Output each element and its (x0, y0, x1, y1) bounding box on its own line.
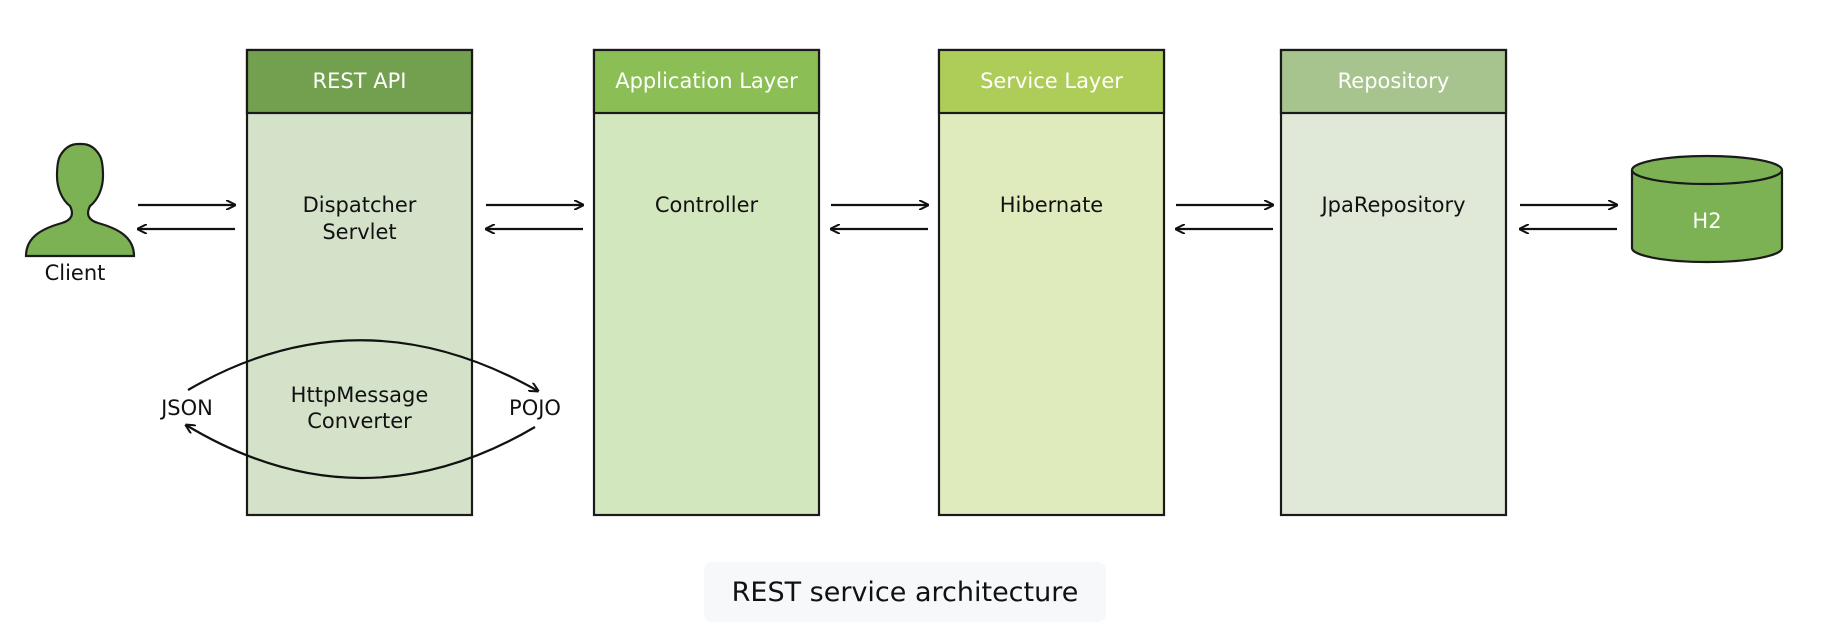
layer-body (937, 48, 1166, 517)
converter-label-line1: HttpMessage (291, 383, 429, 407)
layer-repository: Repository JpaRepository (1279, 48, 1508, 517)
client-label: Client (45, 261, 106, 285)
layer-application: Application Layer Controller (592, 48, 821, 517)
diagram-caption: REST service architecture (704, 562, 1106, 622)
layer-body (592, 48, 821, 517)
database-label: H2 (1692, 209, 1721, 233)
layer-body (1279, 48, 1508, 517)
component-label-line2: Servlet (322, 220, 396, 244)
pojo-label: POJO (509, 396, 561, 420)
arrows-application-service (831, 205, 928, 229)
layer-header (245, 48, 474, 115)
layer-header (937, 48, 1166, 115)
layer-header-label: REST API (313, 69, 407, 93)
arrows-service-repository (1176, 205, 1273, 229)
layer-service: Service Layer Hibernate (937, 48, 1166, 517)
pojo-to-json-arrow (186, 425, 536, 480)
json-label: JSON (159, 396, 213, 420)
layer-body (245, 48, 474, 517)
layer-header-label: Service Layer (980, 69, 1123, 93)
layer-header (592, 48, 821, 115)
arrows-rest-application (486, 205, 583, 229)
arrows-client-rest (138, 205, 235, 229)
arrows-repository-database (1520, 205, 1617, 229)
converter-cycle: HttpMessage Converter JSON POJO (159, 339, 561, 480)
component-label-line1: Dispatcher (303, 193, 417, 217)
client-icon (24, 142, 136, 258)
layer-rest-api: REST API Dispatcher Servlet (245, 48, 474, 517)
json-to-pojo-arrow (187, 339, 538, 391)
layer-header-label: Application Layer (615, 69, 798, 93)
component-label: JpaRepository (1319, 193, 1465, 217)
layer-header (1279, 48, 1508, 115)
layer-header-label: Repository (1338, 69, 1450, 93)
component-label: Controller (655, 193, 759, 217)
component-label: Hibernate (1000, 193, 1103, 217)
converter-label-line2: Converter (307, 409, 412, 433)
database-icon: H2 (1630, 154, 1784, 264)
